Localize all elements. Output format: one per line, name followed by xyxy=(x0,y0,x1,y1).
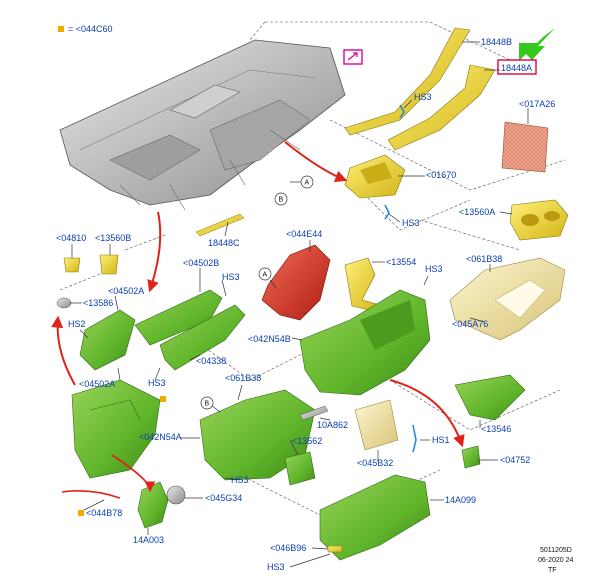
part-045G34-knob[interactable] xyxy=(166,485,186,505)
callout-13554: <13554 xyxy=(386,257,416,267)
part-046B96-clip[interactable] xyxy=(327,545,343,553)
part-04502A-lower-panel[interactable] xyxy=(71,379,161,479)
part-04338-panel[interactable] xyxy=(159,304,246,371)
callout-046B96: <046B96 xyxy=(270,543,306,553)
callout-10A862: 10A862 xyxy=(317,420,348,430)
callout-04810: <04810 xyxy=(56,233,86,243)
frame-link-icon[interactable] xyxy=(343,49,363,65)
callout-04502A-bot: <04502A xyxy=(79,379,115,389)
callout-045B32: <045B32 xyxy=(357,458,393,468)
callout-13560A: <13560A xyxy=(459,207,495,217)
part-18448B-molding[interactable] xyxy=(344,27,471,136)
part-01670-bracket[interactable] xyxy=(344,154,406,199)
part-044B78-strip[interactable] xyxy=(61,490,121,499)
callout-042N54A: <042N54A xyxy=(139,432,182,442)
callout-14A003: 14A003 xyxy=(133,535,164,545)
footer-line3: TF xyxy=(548,567,557,574)
part-042N54B-console[interactable] xyxy=(299,289,431,396)
part-13546-bin[interactable] xyxy=(454,374,526,421)
part-017A26-grille[interactable] xyxy=(501,121,549,173)
callout-061B38-mid: <061B38 xyxy=(225,373,261,383)
callout-14A099: 14A099 xyxy=(445,495,476,505)
part-13560A-cupholder[interactable] xyxy=(509,199,569,241)
part-04502B-panel[interactable] xyxy=(134,289,223,346)
part-10A862-trim[interactable] xyxy=(299,405,329,421)
clip-hs3-top[interactable] xyxy=(399,104,405,119)
callout-044B78: <044B78 xyxy=(86,508,122,518)
callout-18448A: 18448A xyxy=(501,63,532,73)
callout-044E44: <044E44 xyxy=(286,229,322,239)
callout-hs3-f: HS3 xyxy=(267,562,285,572)
part-04502A-upper-panel[interactable] xyxy=(79,309,136,371)
footer-line1: 5011205D xyxy=(540,547,572,554)
part-13560B-cap[interactable] xyxy=(99,254,119,275)
highlight-box-18448A xyxy=(497,59,537,75)
clip-hs1[interactable] xyxy=(412,424,417,453)
callout-hs3-d: HS3 xyxy=(148,378,166,388)
callout-13546: <13546 xyxy=(481,424,511,434)
part-04752-clip[interactable] xyxy=(461,445,481,469)
callout-04502A-top: <04502A xyxy=(108,286,144,296)
svg-text:A: A xyxy=(305,180,310,187)
part-044E44-bracket[interactable] xyxy=(261,244,331,321)
callout-042N54B: <042N54B xyxy=(248,334,291,344)
callout-hs2: HS2 xyxy=(68,319,86,329)
footer-info: 5011205D 06-2020 24 TF xyxy=(538,547,574,574)
view-tag-A1[interactable]: A xyxy=(300,175,314,189)
callout-13586: <13586 xyxy=(83,298,113,308)
callout-045G34: <045G34 xyxy=(205,493,242,503)
instrument-panel-frame[interactable] xyxy=(59,39,346,211)
callout-045A76: <045A76 xyxy=(452,319,488,329)
callout-hs1: HS1 xyxy=(432,435,450,445)
part-13562-pocket[interactable] xyxy=(284,451,316,486)
callout-hs3-top: HS3 xyxy=(414,92,432,102)
callout-061B38-top: <061B38 xyxy=(466,254,502,264)
part-18448C-strip[interactable] xyxy=(195,213,245,237)
view-tag-A2[interactable]: A xyxy=(258,267,272,281)
callout-labels[interactable]: 18448B 18448A HS3 <017A26 <01670 HS3 <13… xyxy=(56,37,555,572)
part-13554-bracket[interactable] xyxy=(344,257,381,313)
part-04810-cap[interactable] xyxy=(63,257,81,273)
callout-hs3-c: HS3 xyxy=(425,264,443,274)
green-highlight-arrow xyxy=(519,28,555,61)
callout-13560B: <13560B xyxy=(95,233,131,243)
leader-lines xyxy=(70,41,529,568)
part-14A003-bracket[interactable] xyxy=(137,481,169,529)
callout-01670: <01670 xyxy=(426,170,456,180)
svg-text:B: B xyxy=(205,401,210,408)
red-flow-arrows xyxy=(51,141,465,493)
legend-swatch xyxy=(58,26,64,32)
part-045B32-bracket[interactable] xyxy=(354,399,399,451)
callout-04752: <04752 xyxy=(500,455,530,465)
callout-hs3-e: HS3 xyxy=(231,475,249,485)
callout-hs3-b: HS3 xyxy=(222,272,240,282)
svg-text:B: B xyxy=(279,197,284,204)
part-14A099-panel[interactable] xyxy=(319,474,431,561)
callout-04502B: <04502B xyxy=(183,258,219,268)
callout-18448C: 18448C xyxy=(208,238,240,248)
callout-13562: <13562 xyxy=(292,436,322,446)
callout-04338: <04338 xyxy=(196,356,226,366)
callout-18448B: 18448B xyxy=(481,37,512,47)
svg-text:A: A xyxy=(263,272,268,279)
clip-hs3-mid[interactable] xyxy=(384,204,390,220)
part-18448A-molding[interactable] xyxy=(387,64,496,151)
part-13586-button[interactable] xyxy=(56,297,72,309)
marker-044C60-b xyxy=(78,510,84,516)
view-tag-B2[interactable]: B xyxy=(200,396,214,410)
legend-text: = <044C60 xyxy=(68,24,113,34)
view-tag-B1[interactable]: B xyxy=(274,192,288,206)
callout-017A26: <017A26 xyxy=(519,99,555,109)
callout-hs3-mid: HS3 xyxy=(402,218,420,228)
part-045A76-bezel[interactable] xyxy=(449,257,566,341)
marker-044C60-a xyxy=(160,396,166,402)
footer-line2: 06-2020 24 xyxy=(538,557,574,564)
